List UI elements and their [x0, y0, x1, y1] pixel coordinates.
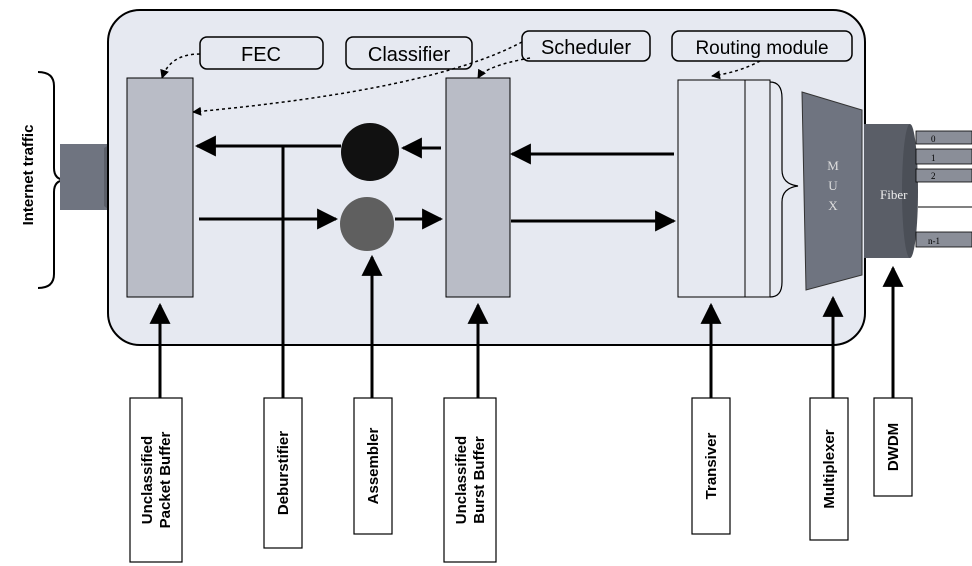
fec-box	[199, 36, 324, 70]
deburstifier-label-box: Deburstifier	[263, 397, 303, 549]
internet-traffic-label: Internet traffic	[20, 125, 37, 226]
channel-label-2: 2	[931, 171, 936, 181]
scheduler-to-burst-buffer-arrow	[477, 57, 531, 79]
scheduler-label: Scheduler	[541, 37, 631, 59]
fec-control-arrow	[160, 53, 201, 79]
channel-label-n-1: n-1	[928, 236, 940, 246]
burst-buffer-block	[445, 77, 511, 298]
transiver-label-box: Transiver	[691, 397, 731, 535]
transiver-label: Transiver	[703, 432, 720, 499]
dwdm-label: DWDM	[885, 423, 902, 471]
packet-buffer-block	[126, 77, 194, 298]
burst-buffer-label-box: Unclassified Burst Buffer	[443, 397, 497, 563]
fec-label: FEC	[241, 44, 281, 66]
burst-buffer-label-line2: Burst Buffer	[471, 436, 488, 524]
transiver-to-mux-brace	[769, 81, 799, 298]
assembler-label: Assembler	[365, 427, 382, 504]
deburstifier-circle	[341, 123, 399, 181]
channel-label-1: 1	[931, 153, 936, 163]
dwdm-label-box: DWDM	[873, 397, 913, 497]
mux-letter-u: U	[828, 178, 838, 193]
fiber-channel-2	[915, 168, 972, 183]
fiber-end	[902, 124, 918, 258]
routing-module-box	[671, 30, 853, 62]
assembler-label-box: Assembler	[353, 397, 393, 535]
multiplexer-label: Multiplexer	[821, 429, 838, 508]
fiber-label: Fiber	[880, 187, 908, 202]
channel-label-0: 0	[931, 134, 936, 144]
multiplexer-label-box: Multiplexer	[809, 397, 849, 541]
transiver-inner-block	[744, 79, 771, 298]
scheduler-control-arrow	[192, 41, 523, 116]
mux-letter-m: M	[827, 158, 839, 173]
packet-buffer-label-line2: Packet Buffer	[157, 431, 174, 528]
fiber-channel-0	[915, 130, 972, 145]
classifier-box	[345, 36, 473, 70]
packet-buffer-label-line1: Unclassified	[139, 436, 156, 524]
scheduler-box	[521, 30, 651, 62]
mux-block	[801, 91, 863, 291]
fiber-channel-1	[915, 148, 972, 165]
burst-buffer-label-line1: Unclassified	[453, 436, 470, 524]
assembler-circle	[340, 197, 394, 251]
fiber-channel-n-1	[915, 231, 972, 248]
classifier-label: Classifier	[368, 44, 451, 66]
transiver-block	[677, 79, 746, 298]
mux-letter-x: X	[828, 198, 838, 213]
routing-module-label: Routing module	[695, 38, 828, 59]
packet-buffer-label-box: Unclassified Packet Buffer	[129, 397, 183, 563]
deburstifier-label: Deburstifier	[275, 431, 292, 515]
